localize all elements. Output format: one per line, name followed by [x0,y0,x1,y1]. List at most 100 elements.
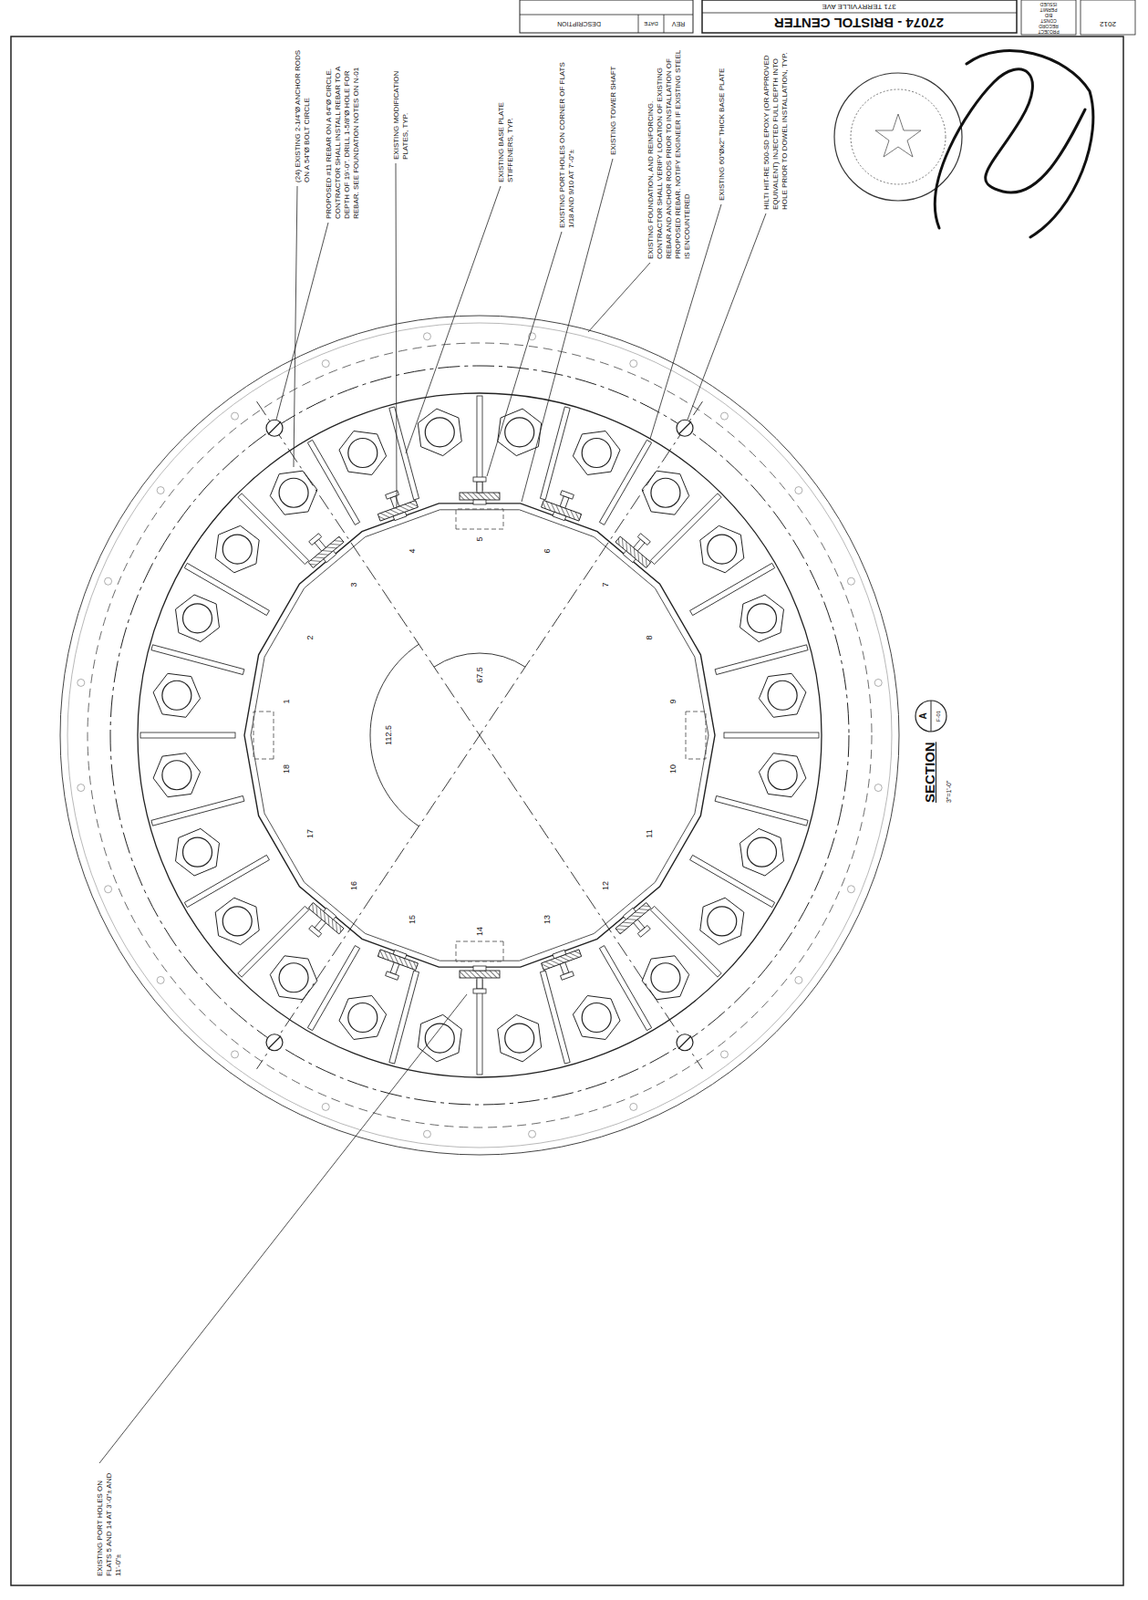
plate-bolt [476,481,483,493]
stiffener-plate [140,732,236,738]
anchor-nut [740,827,785,876]
title-box [702,0,1017,33]
flat-number: 4 [408,548,417,553]
existing-bar [231,1050,239,1058]
plate-nut [385,971,400,980]
anchor-nut [572,995,621,1040]
flat-number: 9 [668,698,677,704]
dowel-marker-slash [678,421,692,435]
existing-bar [423,332,431,341]
flat-number: 11 [645,828,654,838]
anchor-nut [641,955,690,1000]
stiffener-plate [714,644,808,675]
issue-status: CONST [1040,18,1057,23]
plate [459,970,500,978]
anchor-rod [424,1023,455,1053]
callout-note: EXISTING BASE PLATE STIFFENERS, TYP. [496,54,516,183]
flat-number: 2 [305,634,314,640]
callout-note: EXISTING FOUNDATION, AND REINFORCING. CO… [646,49,693,259]
stiffener-plate [476,395,483,491]
anchor-nut [215,525,259,573]
callout-note: HILTI HIT-RE 500-SD EPOXY (OR APPROVED E… [762,45,790,210]
existing-bar [104,577,113,585]
plate-nut [309,924,322,937]
sheet-border [10,36,1124,1585]
anchor-rod [767,680,797,710]
modification-plate [298,899,347,946]
anchor-rod [222,534,252,564]
plate-nut [393,511,407,520]
existing-bar [720,1050,728,1058]
anchor-nut [700,525,745,573]
callout-note: EXISTING TOWER SHAFT [609,45,619,156]
modification-plate [298,524,347,571]
dowel-marker-slash [678,1035,692,1049]
stiffener-plate [723,732,819,738]
foundation-outline [60,315,900,1155]
existing-bar [847,885,855,893]
revision-rule [663,14,665,33]
callout-note: EXISTING MODIFICATION PLATES, TYP. [392,50,411,160]
issue-status: RECORD [1038,23,1059,29]
table-header: DESCRIPTION [557,20,601,28]
plate-nut [393,949,407,958]
anchor-nut [215,897,259,944]
anchor-rod [581,438,611,468]
anchor-nut [497,1013,542,1062]
plate-nut [622,907,636,920]
anchor-rod [767,760,797,790]
plate-nut [473,476,487,482]
callout-note: (24) EXISTING 2-1/4"Ø ANCHOR RODS ON A 5… [293,45,312,183]
signature [934,51,1093,238]
plate-nut [552,949,567,958]
existing-bar [630,360,638,368]
anchor-nut [740,594,785,642]
existing-bar [720,412,728,420]
pe-stamp-inner [850,89,946,185]
title-rule [702,12,1017,14]
modification-plate [459,476,500,505]
issue-date: 2012 [1099,20,1117,28]
leader-line [99,993,467,1463]
base-plate [137,393,822,1077]
dimension-label: 67.5 [475,666,485,683]
anchor-rod [505,417,535,447]
anchor-nut [175,827,220,876]
issue-status: PROJECT [1037,29,1059,34]
date-box [1080,0,1136,35]
anchor-nut [269,470,318,515]
dowel-marker-slash [268,421,281,435]
anchor-nut [758,753,807,797]
proposed-rebar-circle [110,365,849,1105]
revision-block [519,0,693,33]
anchor-rod [505,1023,535,1053]
flat-number: 5 [475,536,485,541]
port-hole [685,711,706,759]
anchor-rod [707,906,737,936]
anchor-rod [707,534,737,564]
modification-plate [539,944,588,984]
stiffener-plate [151,795,245,826]
stiffener-plate [476,979,483,1075]
flat-number: 6 [542,548,551,553]
stiffener [151,795,245,826]
flat-number: 17 [305,827,314,838]
stiffener [476,979,483,1075]
anchor-nut [153,672,201,717]
modification-plate [612,899,662,946]
dimension-label: 112.5 [384,724,394,745]
anchor-rod [348,438,378,468]
anchor-rod [746,837,776,867]
center-line [257,401,704,1069]
anchor-rod [222,906,252,936]
callout-note: EXISTING PORT HOLES ON CORNER OF FLATS 1… [558,54,577,228]
port-hole-outline [685,711,706,759]
anchor-nut [758,672,807,717]
anchor-rod [651,962,681,993]
existing-bar [77,784,85,792]
flat-number: 15 [408,914,417,924]
flat-number: 18 [282,764,291,774]
leader-line [293,186,298,467]
existing-bar [156,975,165,983]
callout-note: PROPOSED #11 REBAR ON A 64"Ø CIRCLE. CON… [324,50,362,219]
